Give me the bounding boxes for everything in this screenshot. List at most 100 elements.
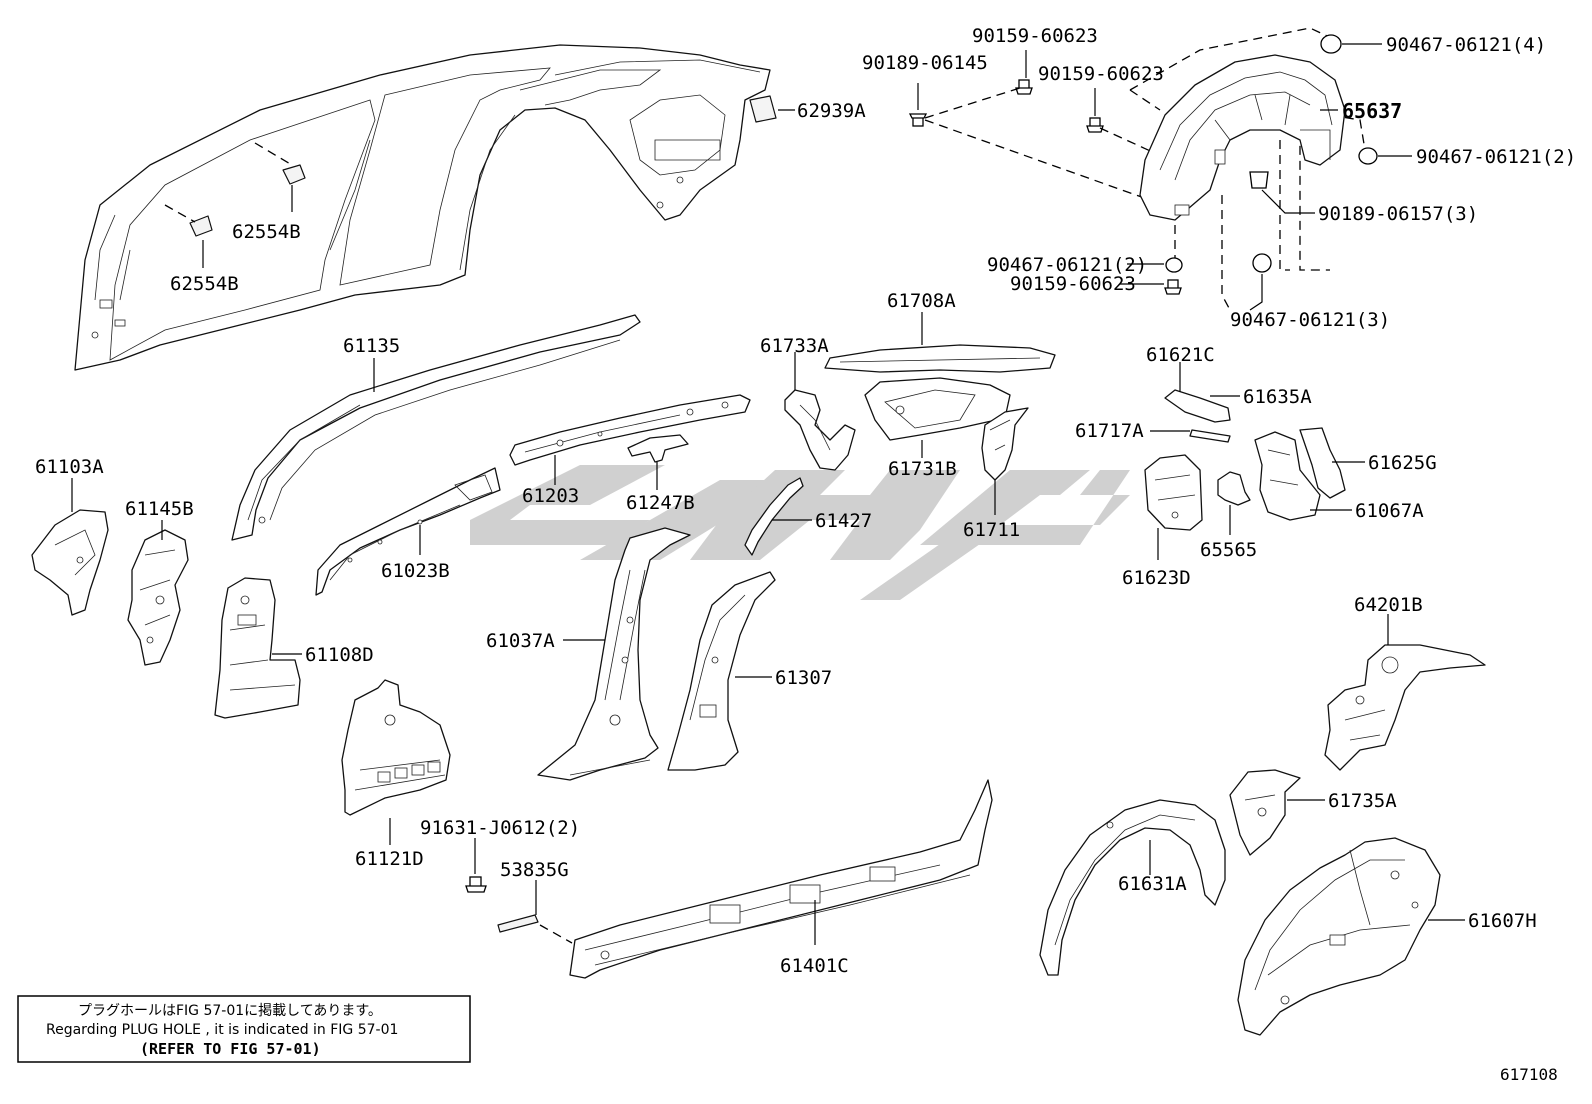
leader-90467-06121-3	[1249, 274, 1263, 311]
panel-61623D	[1144, 454, 1203, 531]
label-61731B: 61731B	[888, 458, 957, 480]
roof-side-inner-61023B	[315, 467, 501, 596]
guide-dash-2	[924, 119, 1151, 201]
bracket-65565	[1217, 471, 1251, 506]
label-61635A: 61635A	[1243, 386, 1312, 408]
guide-dash-1	[924, 87, 1021, 119]
label-65637: 65637	[1342, 99, 1402, 123]
label-90159-60623-low: 90159-60623	[1010, 273, 1136, 295]
bracket-61247B	[627, 434, 689, 463]
panel-61067A	[1254, 431, 1321, 521]
grommet-90467-06121-3	[1252, 253, 1272, 273]
panel-61625G	[1299, 427, 1346, 499]
rocker-panel-61401C	[569, 779, 993, 979]
wheelhouse-inner-61607H	[1237, 837, 1441, 1036]
label-61135: 61135	[343, 335, 400, 357]
fender-liner-65637	[1139, 54, 1346, 221]
gusset-61731B	[864, 377, 1011, 441]
hinge-pillar-61145B	[127, 529, 189, 666]
plug-hole-note: プラグホールはFIG 57-01に掲載してあります。 Regarding PLU…	[17, 995, 471, 1063]
roof-panel-reinforcement-61708A	[824, 344, 1056, 373]
pad-62554B-upper	[282, 164, 306, 185]
label-61631A: 61631A	[1118, 873, 1187, 895]
label-90467-06121-2-left: 90467-06121(2)	[987, 254, 1147, 276]
label-61247B: 61247B	[626, 492, 695, 514]
pad-62939A	[749, 95, 777, 123]
label-61108D: 61108D	[305, 644, 374, 666]
package-tray-64201B	[1324, 644, 1486, 771]
label-61401C: 61401C	[780, 955, 849, 977]
label-61607H: 61607H	[1468, 910, 1537, 932]
leader-90189-06157-3	[1261, 189, 1315, 214]
leader-62554B-lower	[164, 204, 196, 223]
label-61623D: 61623D	[1122, 567, 1191, 589]
label-90467-06121-3: 90467-06121(3)	[1230, 309, 1390, 331]
label-61711: 61711	[963, 519, 1020, 541]
fastener-90159-60623-low	[1164, 279, 1182, 295]
label-62554B-upper: 62554B	[232, 221, 301, 243]
pillar-reinforcement-61733A	[784, 389, 856, 471]
grommet-90467-06121-2-left	[1165, 257, 1183, 273]
label-61121D: 61121D	[355, 848, 424, 870]
note-reference: (REFER TO FIG 57-01)	[140, 1040, 321, 1058]
wheelhouse-outer-61631A	[1039, 799, 1226, 976]
label-61023B: 61023B	[381, 560, 450, 582]
seal-53835G	[497, 914, 539, 933]
pillar-bracket-61711	[981, 407, 1029, 481]
grommet-90467-06121-4	[1320, 34, 1342, 54]
label-91631-J0612-2: 91631-J0612(2)	[420, 817, 580, 839]
label-61145B: 61145B	[125, 498, 194, 520]
guide-dash-7	[1221, 195, 1231, 311]
label-61733A: 61733A	[760, 335, 829, 357]
fastener-90159-60623-mid	[1086, 117, 1104, 133]
label-90467-06121-4: 90467-06121(4)	[1386, 34, 1546, 56]
pad-62554B-lower	[189, 215, 213, 237]
label-61427: 61427	[815, 510, 872, 532]
label-61203: 61203	[522, 485, 579, 507]
label-65565: 65565	[1200, 539, 1257, 561]
label-90159-60623-mid: 90159-60623	[1038, 63, 1164, 85]
label-61625G: 61625G	[1368, 452, 1437, 474]
label-90189-06145: 90189-06145	[862, 52, 988, 74]
label-62939A: 62939A	[797, 100, 866, 122]
label-61708A: 61708A	[887, 290, 956, 312]
center-pillar-outer-61037A	[537, 527, 691, 781]
guide-dash-5	[1129, 89, 1161, 111]
body-side-outer-panel	[74, 44, 771, 371]
figure-number: 617108	[1500, 1065, 1558, 1084]
label-90467-06121-2-right: 90467-06121(2)	[1416, 146, 1576, 168]
fastener-90189-06145	[908, 113, 928, 127]
label-61103A: 61103A	[35, 456, 104, 478]
fastener-90189-06157-3	[1249, 171, 1269, 189]
guide-dash-10	[1329, 114, 1366, 151]
clip-91631-J0612	[465, 876, 487, 893]
label-61307: 61307	[775, 667, 832, 689]
panel-61103A	[31, 509, 109, 616]
label-61067A: 61067A	[1355, 500, 1424, 522]
bracket-61735A	[1229, 769, 1301, 856]
guide-dash-9	[1279, 140, 1290, 271]
bracket-61621C	[1164, 389, 1231, 423]
note-english: Regarding PLUG HOLE , it is indicated in…	[46, 1022, 398, 1038]
label-53835G: 53835G	[500, 859, 569, 881]
stiffener-61427	[744, 477, 804, 556]
pillar-lower-61108D	[214, 577, 301, 719]
label-90159-60623-top: 90159-60623	[972, 25, 1098, 47]
label-64201B: 64201B	[1354, 594, 1423, 616]
guide-dash-4	[1129, 27, 1341, 91]
leader-62554B-upper	[254, 142, 293, 166]
grommet-90467-06121-2-right	[1358, 147, 1378, 165]
label-61735A: 61735A	[1328, 790, 1397, 812]
roof-side-rail-61135	[231, 314, 641, 541]
center-pillar-lower-61121D	[341, 679, 451, 816]
fastener-90159-60623-top	[1015, 79, 1033, 95]
guide-dash-11	[539, 924, 573, 944]
bracket-61717A	[1189, 429, 1231, 443]
center-pillar-inner-61307	[667, 571, 776, 771]
label-61037A: 61037A	[486, 630, 555, 652]
label-62554B-lower: 62554B	[170, 273, 239, 295]
label-61717A: 61717A	[1075, 420, 1144, 442]
roof-rail-inner-61203	[509, 394, 751, 466]
